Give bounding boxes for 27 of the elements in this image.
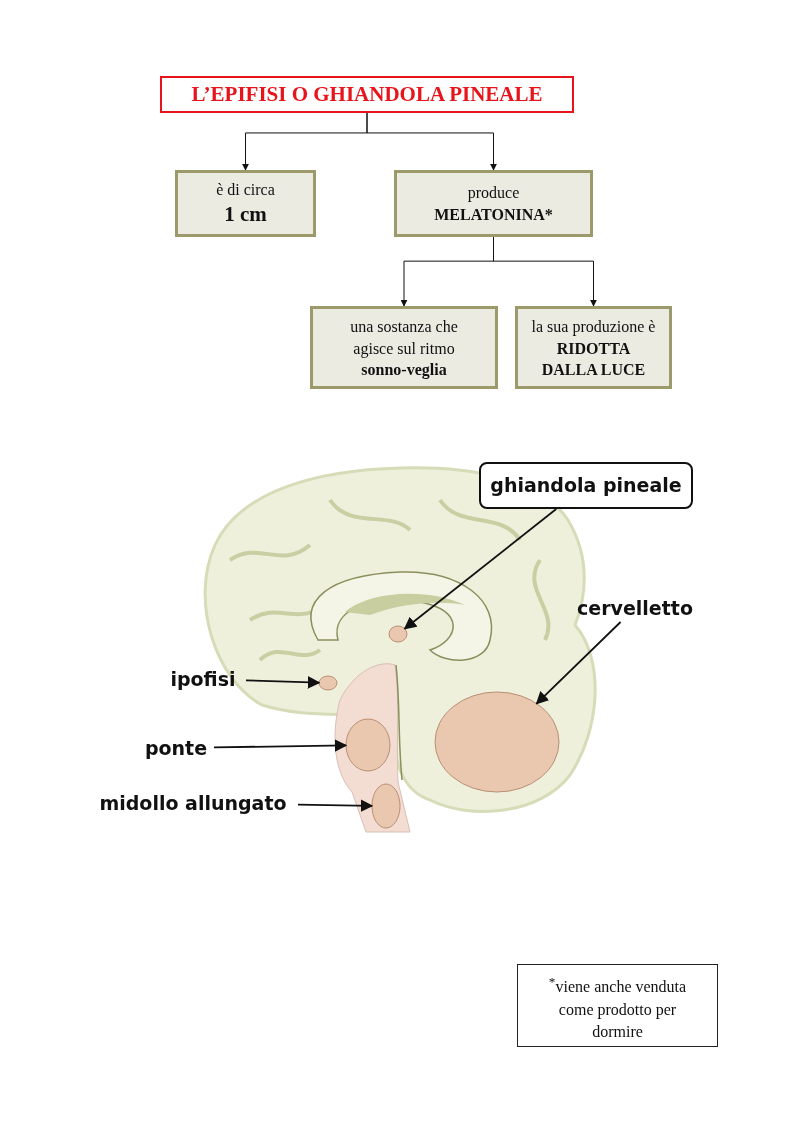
gland-part bbox=[388, 625, 408, 643]
concept-box bbox=[394, 170, 593, 237]
gland-part bbox=[371, 783, 401, 829]
concept-box: la sua produzione è RIDOTTA DALLA LUCE bbox=[515, 306, 672, 389]
part-label: midollo allungato bbox=[88, 789, 298, 817]
box-text: è di circa bbox=[216, 179, 275, 200]
part-label: ipofisi bbox=[160, 665, 246, 693]
concept-box: una sostanza che agisce sul ritmo sonno-veglia bbox=[310, 306, 498, 389]
concept-box bbox=[175, 170, 316, 237]
leader-arrow bbox=[535, 621, 622, 705]
leader-arrow bbox=[297, 799, 374, 812]
gland-part bbox=[434, 691, 560, 793]
gland-part bbox=[345, 718, 391, 772]
footnote-box: $^{*}$viene anche venduta come prodotto per dormire bbox=[517, 964, 718, 1047]
leader-arrow bbox=[213, 739, 348, 752]
leader-arrow bbox=[245, 676, 321, 689]
leader-arrow bbox=[403, 508, 558, 630]
callout-label: ghiandola pineale bbox=[479, 462, 693, 509]
connector-arrow bbox=[366, 112, 497, 171]
box-text: MELATONINA* bbox=[434, 204, 553, 225]
box-text: 1 cm bbox=[224, 201, 267, 229]
part-label: ponte bbox=[138, 734, 214, 762]
gland-part bbox=[318, 675, 338, 691]
part-label: cervelletto bbox=[566, 594, 704, 622]
connector-arrow bbox=[493, 236, 597, 307]
box-text: produce bbox=[467, 182, 520, 204]
title-box: L’EPIFISI O GHIANDOLA PINEALE bbox=[160, 76, 574, 113]
